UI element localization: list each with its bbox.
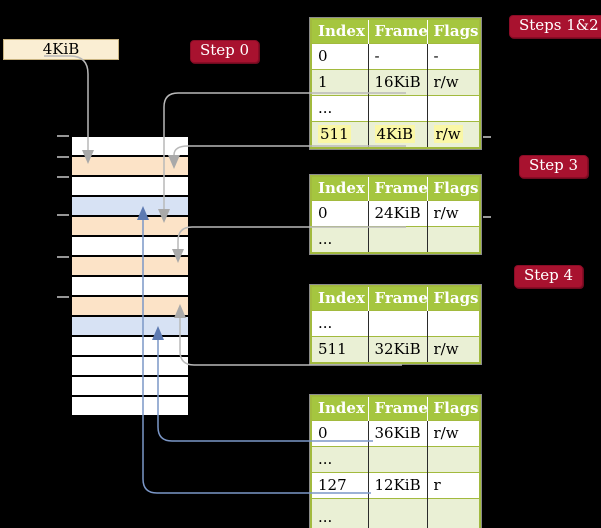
pte-link-cell[interactable]: 16KiB [367, 69, 427, 96]
pte-link-cell[interactable]: 12KiB [367, 472, 427, 499]
table-cell: ... [312, 310, 368, 337]
column-header-flags: Flags [426, 397, 479, 421]
pte-link-cell[interactable]: 24KiB [367, 200, 427, 227]
pte-link-cell[interactable]: 36KiB [367, 420, 427, 447]
pte-link-cell[interactable]: 1 [312, 69, 368, 96]
table-row: ... [312, 310, 479, 337]
column-header-flags: Flags [426, 20, 479, 44]
memory-frame-free [72, 335, 188, 355]
pte-link-cell[interactable]: 511 [312, 121, 368, 147]
table-cell [426, 446, 479, 473]
memory-frame-page-table [72, 255, 188, 275]
column-header-flags: Flags [426, 177, 479, 201]
table-row: 511 4KiB r/w [312, 121, 479, 147]
badge-step-3: Step 3 [519, 155, 589, 178]
memory-frame-free [72, 355, 188, 375]
register-value: 4KiB [42, 40, 80, 58]
column-header-frame: Frame [367, 287, 428, 311]
pte-link-cell[interactable]: r/w [426, 336, 479, 362]
table-side-dash-marks [483, 136, 491, 218]
highlighted-value: r/w [433, 125, 463, 143]
table-row: ... [312, 95, 479, 122]
memory-frame-free [72, 375, 188, 395]
pte-link-cell[interactable]: 0 [312, 200, 368, 227]
table-cell [367, 446, 427, 473]
memory-frame-free [72, 137, 188, 155]
memory-tick-marks [57, 135, 69, 298]
pte-link-cell[interactable]: r/w [426, 420, 479, 447]
table-cell [426, 95, 479, 122]
table-row: 0-- [312, 43, 479, 70]
table-cell [367, 226, 427, 252]
physical-memory-stack [70, 135, 190, 417]
highlighted-value: 4KiB [374, 125, 416, 143]
memory-frame-data-page [72, 195, 188, 215]
pte-link-cell[interactable]: r/w [426, 69, 479, 96]
column-header-frame: Frame [367, 20, 428, 44]
table-cell: ... [312, 498, 368, 528]
column-header-flags: Flags [426, 287, 479, 311]
memory-frame-page-table [72, 215, 188, 235]
column-header-index: Index [312, 177, 368, 201]
column-header-frame: Frame [367, 177, 428, 201]
memory-frame-data-page [72, 315, 188, 335]
table-row: ... [312, 446, 479, 473]
table-cell: ... [312, 446, 368, 473]
table-cell [426, 226, 479, 252]
memory-frame-free [72, 175, 188, 195]
pte-link-cell[interactable]: 32KiB [367, 336, 427, 362]
table-cell [367, 95, 427, 122]
table-cell [426, 310, 479, 337]
pte-link-cell[interactable]: r/w [426, 121, 479, 147]
page-table-base-register-box: 4KiB [3, 39, 119, 60]
pte-link-cell[interactable]: 0 [312, 420, 368, 447]
table-row: ... [312, 226, 479, 252]
memory-frame-free [72, 235, 188, 255]
memory-frame-free [72, 395, 188, 415]
table-cell [367, 310, 427, 337]
column-header-index: Index [312, 20, 368, 44]
table-cell: - [367, 43, 427, 70]
arrow-l1-entry511-to-frame-4kib [168, 145, 406, 169]
badge-steps-1-2: Steps 1&2 [509, 15, 601, 38]
table-cell: ... [312, 95, 368, 122]
table-row: ... [312, 498, 479, 528]
pte-link-cell[interactable]: 127 [312, 472, 368, 499]
highlighted-value: 511 [318, 125, 351, 143]
memory-frame-free [72, 275, 188, 295]
pte-link-cell[interactable]: r [426, 472, 479, 499]
pte-link-cell[interactable]: 511 [312, 336, 368, 362]
memory-frame-page-table [72, 295, 188, 315]
table-cell: - [426, 43, 479, 70]
table-cell [426, 498, 479, 528]
column-header-index: Index [312, 397, 368, 421]
column-header-index: Index [312, 287, 368, 311]
table-cell [367, 498, 427, 528]
column-header-frame: Frame [367, 397, 428, 421]
badge-step-0: Step 0 [190, 40, 260, 63]
table-cell: ... [312, 226, 368, 252]
memory-frame-page-table [72, 155, 188, 175]
table-cell: 0 [312, 43, 368, 70]
pte-link-cell[interactable]: r/w [426, 200, 479, 227]
badge-step-4: Step 4 [514, 265, 584, 288]
pte-link-cell[interactable]: 4KiB [367, 121, 427, 147]
